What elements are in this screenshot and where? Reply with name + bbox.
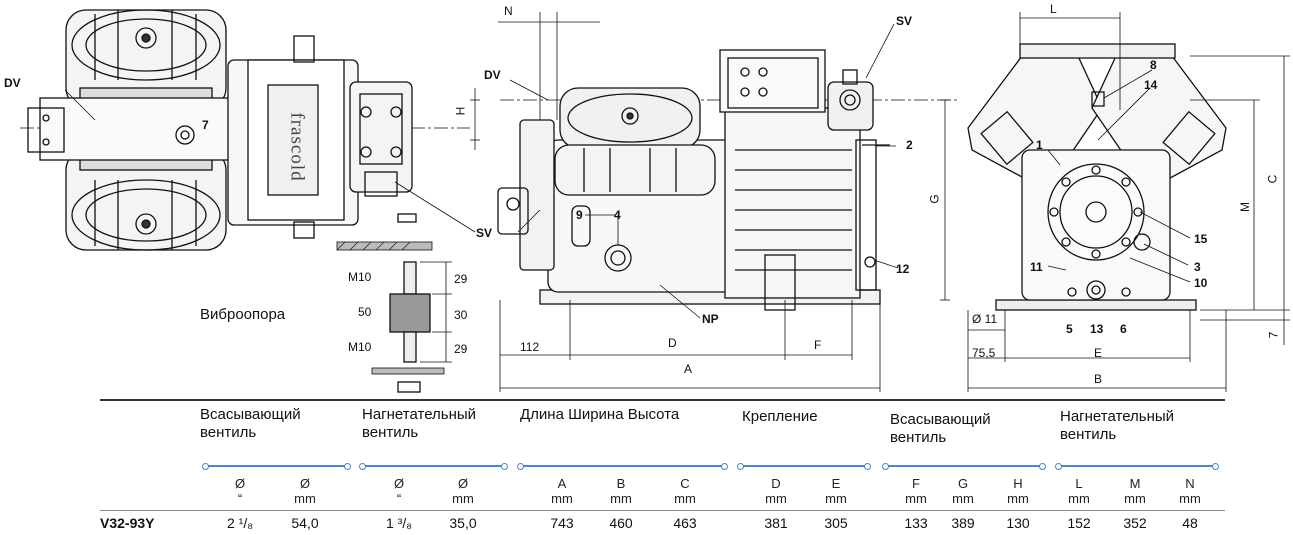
dim-c: C (1265, 174, 1280, 184)
dim-29-top: 29 (454, 272, 468, 286)
table-cell: 48 (1182, 515, 1198, 531)
dim-g: G (927, 194, 942, 204)
callout-13: 13 (1090, 322, 1104, 336)
callout-11: 11 (1030, 260, 1043, 274)
callout-dv-left: DV (4, 76, 21, 90)
dim-75-5: 75,5 (972, 346, 996, 360)
dim-29-bottom: 29 (454, 342, 468, 356)
dim-7: 7 (1266, 331, 1281, 339)
dim-b: B (1094, 372, 1103, 386)
group-mounting: Крепление (742, 408, 818, 425)
table-cell: 54,0 (291, 515, 319, 531)
callout-15: 15 (1194, 232, 1208, 246)
callout-dv-mid: DV (484, 68, 501, 82)
group-line-1 (202, 463, 351, 470)
top-view (20, 9, 470, 251)
callout-12: 12 (896, 262, 910, 276)
group-line-4 (737, 463, 871, 470)
col-header: Ø“ (393, 476, 405, 506)
table-cell: 743 (550, 515, 574, 531)
vibration-mount-sketch (336, 241, 452, 393)
end-dims (967, 12, 1290, 392)
table-cell: 2 ¹/₈ (226, 515, 254, 531)
callout-np: NP (702, 312, 719, 326)
callout-2: 2 (906, 138, 913, 152)
group-line-2 (359, 463, 508, 470)
side-dims (64, 12, 950, 392)
table-cell: 352 (1123, 515, 1147, 531)
callout-sv-left: SV (476, 226, 493, 240)
group-line-3 (517, 463, 728, 470)
table-cell: 460 (609, 515, 633, 531)
callout-10: 10 (1194, 276, 1208, 290)
dim-50: 50 (358, 305, 372, 319)
callout-7-top: 7 (202, 118, 209, 132)
compressor-drawing (20, 9, 1290, 393)
vibration-mount-label: Виброопора (200, 306, 286, 323)
callout-6: 6 (1120, 322, 1127, 336)
dim-m10-top: M10 (348, 270, 372, 284)
dim-d: D (668, 336, 677, 350)
callout-8: 8 (1150, 58, 1157, 72)
table-cell: 133 (904, 515, 928, 531)
col-header: Ø“ (234, 476, 246, 506)
table-cell: 152 (1067, 515, 1091, 531)
end-view (967, 43, 1227, 311)
brand-logo: frascold (286, 112, 308, 182)
callout-14: 14 (1144, 78, 1158, 92)
table-cell: 389 (951, 515, 975, 531)
table-cell: 381 (764, 515, 788, 531)
callout-5: 5 (1066, 322, 1073, 336)
table-cell: 130 (1006, 515, 1030, 531)
dim-phi11: Ø 11 (972, 312, 998, 326)
dim-m: M (1238, 202, 1252, 212)
model-name: V32-93Y (100, 515, 155, 531)
dim-l: L (1050, 2, 1057, 16)
dim-n: N (504, 4, 513, 18)
table-cell: 463 (673, 515, 697, 531)
dim-h: H (453, 106, 468, 116)
callout-sv-top: SV (896, 14, 913, 28)
callout-9: 9 (576, 208, 583, 222)
callout-3: 3 (1194, 260, 1201, 274)
table-top-rule (100, 399, 1225, 401)
dim-112: 112 (520, 340, 540, 354)
dim-30: 30 (454, 308, 468, 322)
dim-f: F (814, 338, 822, 352)
dim-m10-bottom: M10 (348, 340, 372, 354)
table-cell: 305 (824, 515, 848, 531)
dim-a: A (684, 362, 693, 376)
callout-4: 4 (614, 208, 621, 222)
callout-1: 1 (1036, 138, 1043, 152)
side-view (497, 49, 960, 311)
table-cell: 1 ³/₈ (385, 515, 413, 531)
table-cell: 35,0 (449, 515, 477, 531)
group-line-6 (1055, 463, 1219, 470)
group-line-5 (882, 463, 1046, 470)
table-mid-rule (100, 510, 1225, 511)
group-dimensions: Длина Ширина Высота (520, 406, 680, 423)
dim-e: E (1094, 346, 1103, 360)
